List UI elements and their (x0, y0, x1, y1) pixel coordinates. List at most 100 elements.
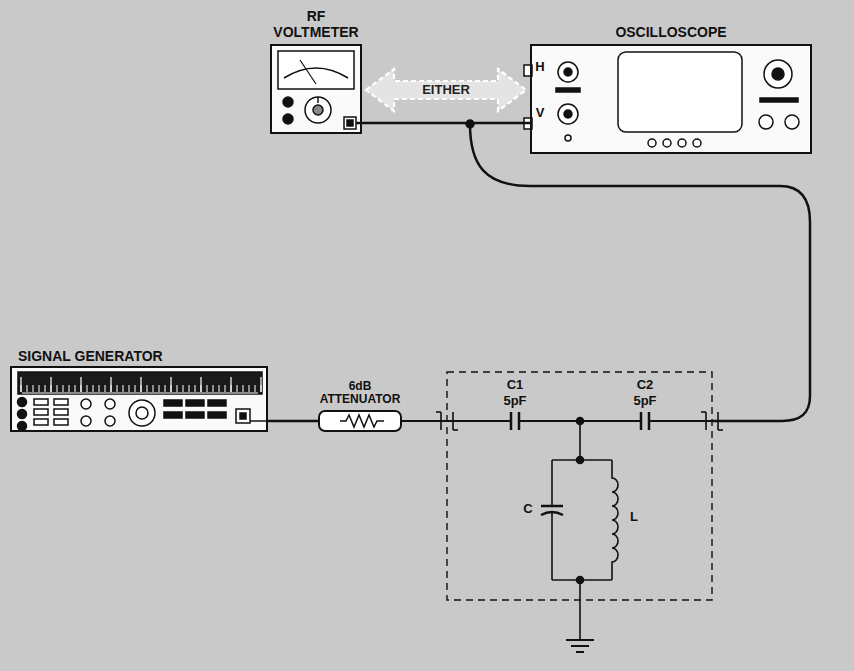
rf-voltmeter: RF VOLTMETER (270, 44, 362, 134)
oscilloscope-drawing-part (693, 139, 701, 147)
voltmeter-drawing-part (284, 68, 348, 78)
oscilloscope-drawing-part (759, 115, 773, 129)
oscilloscope-drawing-part (785, 115, 799, 129)
attenuator-drawing (318, 410, 447, 432)
probe-cable-part (470, 124, 810, 421)
signal-generator-drawing-part (34, 399, 48, 405)
part-name: C2 (637, 378, 654, 392)
attenuator-drawing-part (318, 410, 402, 432)
voltmeter-drawing-part (347, 120, 353, 126)
feedthrough-part (453, 429, 458, 431)
instrument-heading: 6dB ATTENUATOR (320, 380, 401, 406)
signal-cable (268, 420, 318, 423)
part-value: 5pF (633, 394, 656, 408)
signal-generator-drawing-part (105, 416, 115, 426)
tank-circuit (436, 372, 723, 652)
oscilloscope-drawing (524, 44, 812, 154)
signal-generator-drawing-part (22, 393, 258, 394)
oscilloscope-drawing-part (564, 68, 572, 76)
signal-generator-drawing-part (136, 407, 148, 419)
signal-generator-drawing-part (54, 409, 68, 415)
signal-generator-drawing-part (18, 398, 27, 407)
signal-generator-drawing (10, 366, 268, 432)
signal-generator-drawing-part (236, 409, 250, 423)
oscilloscope-drawing-part (764, 60, 792, 88)
ground-symbol-part (571, 645, 589, 647)
capacitor-symbol (640, 412, 643, 430)
oscilloscope-drawing-part (564, 110, 572, 118)
signal-generator-drawing-part (81, 399, 91, 409)
oscilloscope-drawing-part (558, 62, 578, 82)
oscilloscope-drawing-part (648, 139, 656, 147)
voltmeter-drawing-part (278, 51, 354, 89)
tank-circuit-part (551, 460, 553, 506)
part-name: C (523, 502, 532, 516)
signal-generator-drawing-part (34, 409, 48, 415)
voltmeter-drawing-part (270, 44, 362, 134)
signal-generator-drawing-part (129, 400, 155, 426)
signal-generator-drawing-part (54, 399, 68, 405)
signal-generator-drawing-part (208, 412, 226, 418)
oscilloscope-drawing-part (556, 88, 580, 92)
voltmeter-drawing-part (300, 60, 316, 84)
oscilloscope-drawing-part (663, 139, 671, 147)
jack-label: H (535, 60, 544, 74)
signal-generator-drawing-part (105, 399, 115, 409)
oscilloscope: OSCILLOSCOPE (530, 44, 812, 154)
oscilloscope-drawing-part (558, 104, 578, 124)
oscilloscope-drawing-part (618, 52, 742, 132)
voltmeter-drawing-part (283, 114, 293, 124)
tank-circuit-part (649, 420, 712, 422)
signal-generator-drawing-part (18, 372, 262, 394)
signal-generator-drawing-part (208, 400, 226, 406)
signal-generator-drawing-part (18, 422, 27, 431)
voltmeter-drawing-part (283, 97, 293, 107)
feedthrough-part (440, 412, 442, 430)
feedthrough-part (436, 411, 441, 413)
signal-generator-drawing-part (240, 413, 246, 419)
tank-circuit-part (552, 459, 612, 461)
voltmeter-drawing-part (305, 97, 331, 123)
inductor-symbol (612, 460, 618, 580)
attenuator: 6dB ATTENUATOR (318, 410, 402, 432)
probe-cable (356, 121, 810, 422)
instrument-heading: SIGNAL GENERATOR (18, 349, 163, 364)
oscilloscope-drawing-part (530, 44, 812, 154)
either-arrow (366, 69, 526, 111)
instrument-heading: OSCILLOSCOPE (615, 25, 726, 40)
oscilloscope-drawing-part (678, 139, 686, 147)
part-value: 5pF (503, 394, 526, 408)
tank-circuit-part (447, 420, 511, 422)
attenuator-drawing-part (340, 415, 384, 427)
feedthrough-part (717, 412, 719, 430)
jack-label: V (536, 106, 545, 120)
voltmeter-drawing-part (313, 105, 323, 115)
signal-generator-drawing-part (250, 420, 268, 422)
voltmeter-drawing-part (344, 117, 356, 129)
capacitor-symbol (541, 505, 563, 508)
capacitor-symbol (510, 412, 513, 430)
signal-generator-drawing-part (54, 419, 68, 425)
probe-cable (362, 122, 530, 125)
part-name: L (630, 510, 638, 524)
tank-circuit-part (579, 421, 581, 460)
ground-symbol-part (566, 639, 594, 641)
oscilloscope-drawing-part (760, 98, 798, 102)
ground-symbol-part (576, 651, 584, 653)
feedthrough-part (718, 429, 723, 431)
signal-generator-drawing-part (18, 410, 27, 419)
signal-generator-drawing-part (34, 419, 48, 425)
instrument-heading: RF VOLTMETER (273, 9, 358, 40)
edge-label: EITHER (420, 83, 472, 97)
feedthrough-part (701, 411, 706, 413)
oscilloscope-drawing-part (565, 135, 571, 141)
signal-generator-drawing-part (18, 372, 262, 394)
signal-generator-drawing-part (164, 412, 182, 418)
signal-generator: SIGNAL GENERATOR (10, 366, 268, 432)
signal-generator-drawing-part (18, 372, 262, 394)
signal-generator-drawing-part (10, 366, 268, 432)
ground-symbol (566, 640, 594, 652)
